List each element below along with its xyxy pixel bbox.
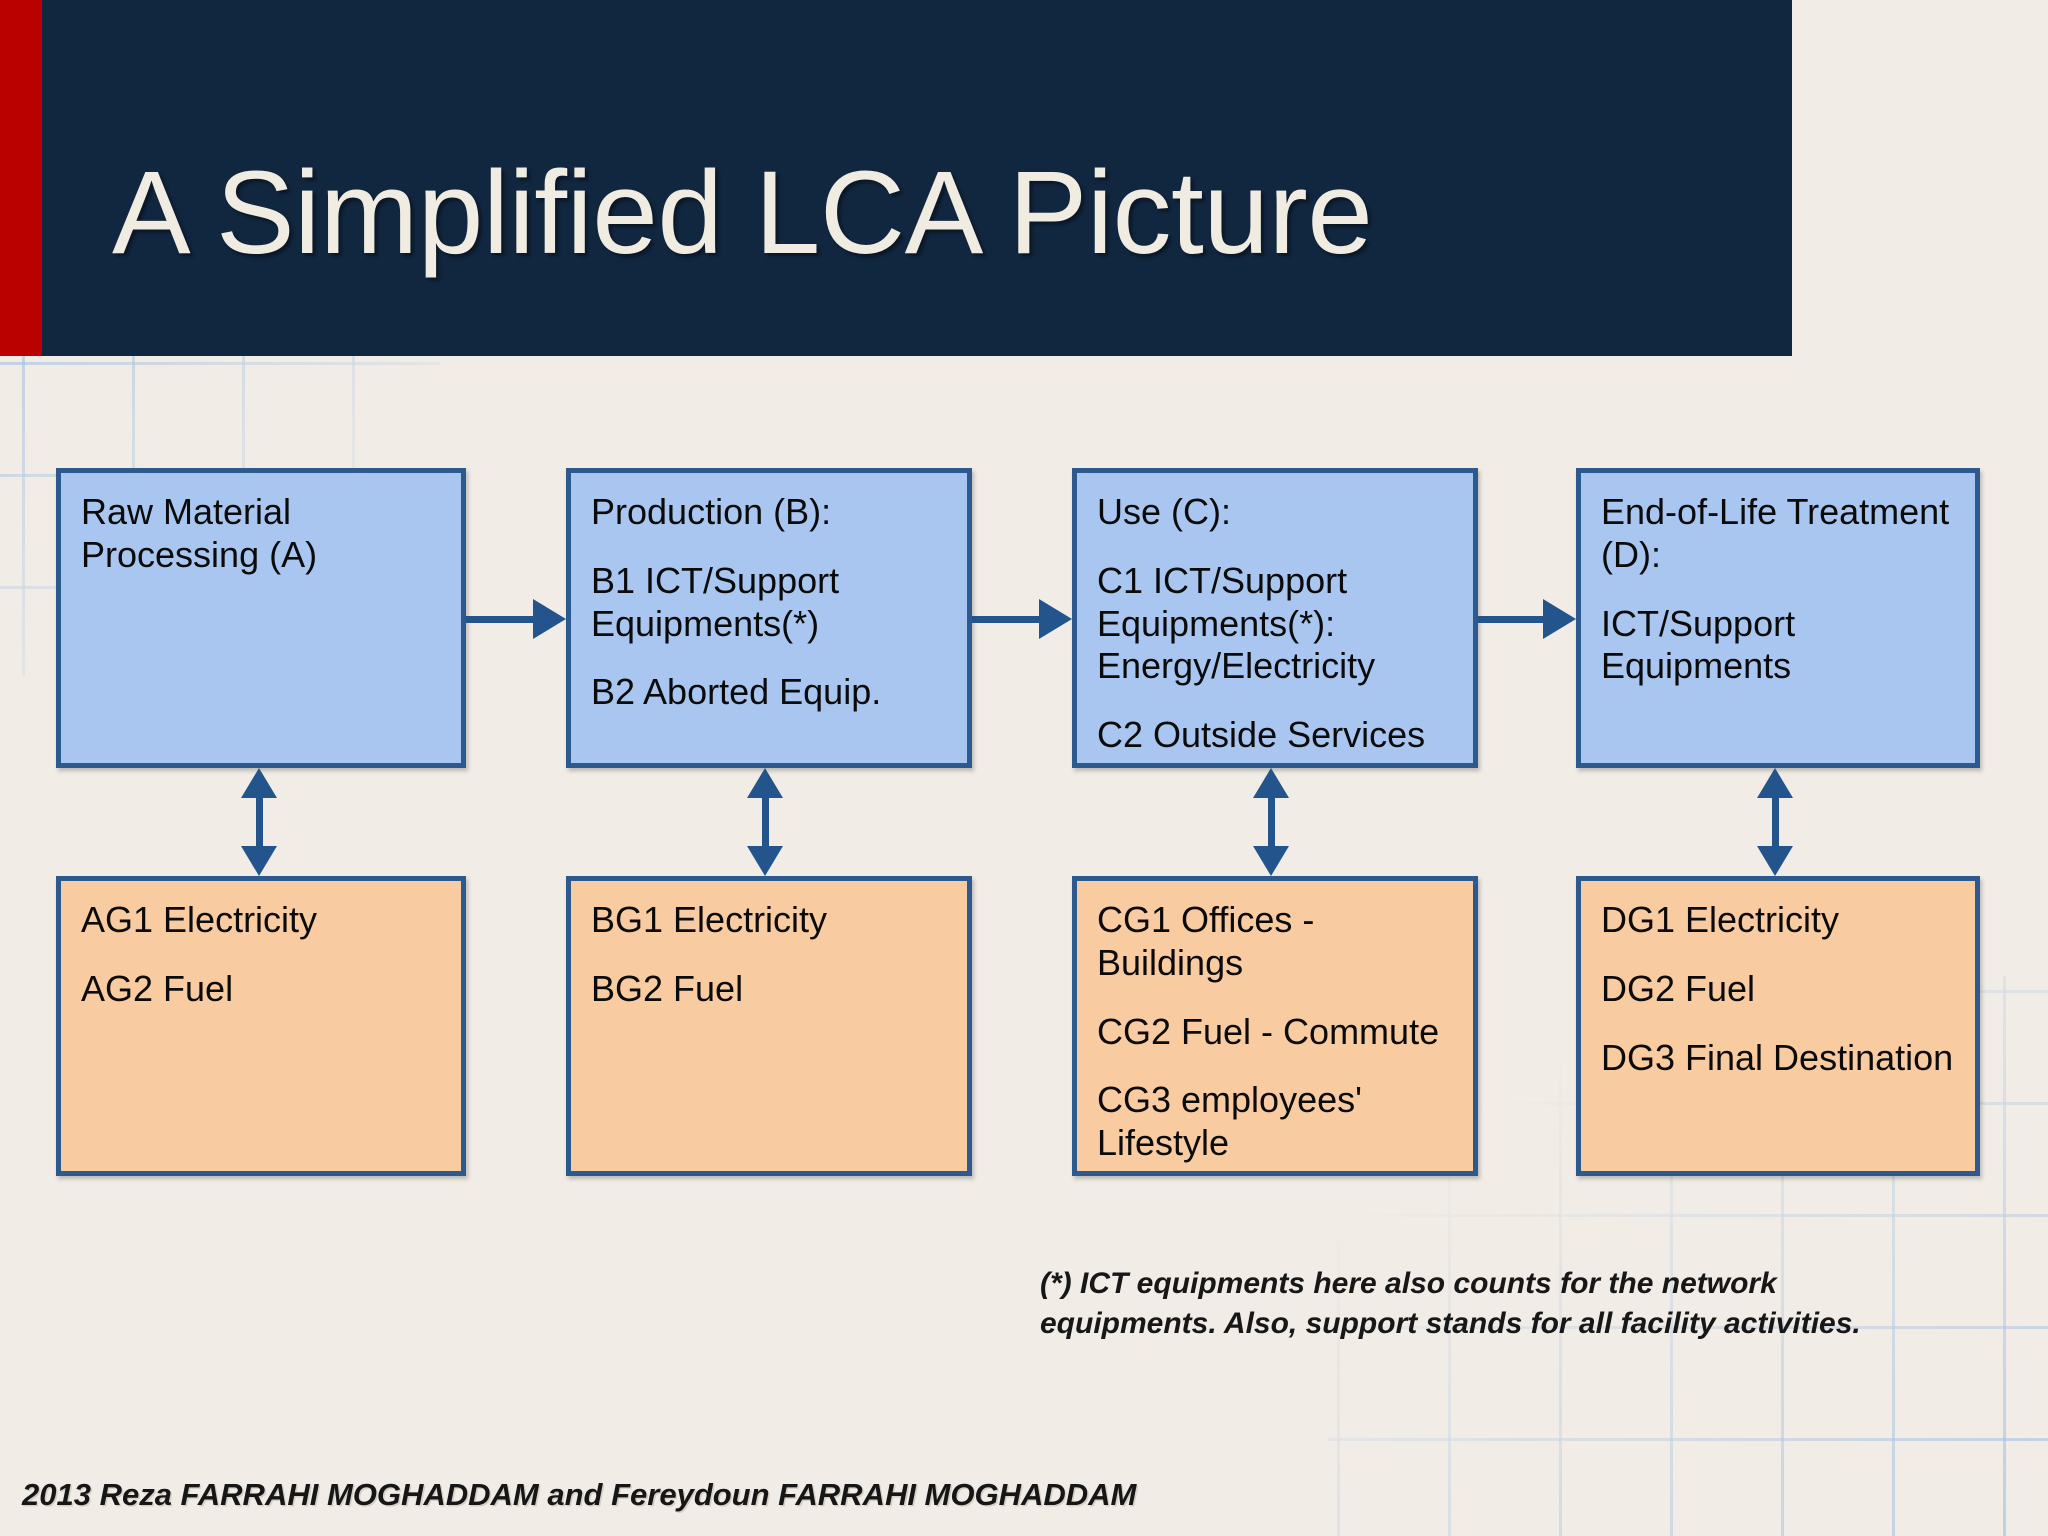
arrow-right-icon-a-to-b bbox=[466, 599, 566, 639]
stage-d-line-1: End-of-Life Treatment bbox=[1601, 491, 1950, 532]
arrow-shaft bbox=[1478, 616, 1546, 623]
slide-header-band bbox=[0, 0, 1792, 356]
stage-b-spacer-1 bbox=[591, 534, 947, 560]
resource-dg-spacer-2 bbox=[1601, 1011, 1955, 1037]
resource-bg-spacer-1 bbox=[591, 942, 947, 968]
arrow-head-up bbox=[747, 768, 783, 798]
resource-dg-line-2: DG2 Fuel bbox=[1601, 967, 1756, 1009]
resource-dg-line-3: DG3 Final Destination bbox=[1601, 1036, 1954, 1078]
resource-cg-line-1: CG1 Offices - Buildings bbox=[1097, 899, 1315, 983]
stage-b-line-4: B2 Aborted Equip. bbox=[591, 671, 882, 713]
resource-box-bg: BG1 Electricity BG2 Fuel bbox=[566, 876, 972, 1176]
resource-cg-line-2: CG2 Fuel - Commute bbox=[1097, 1010, 1440, 1052]
resource-box-cg: CG1 Offices - Buildings CG2 Fuel - Commu… bbox=[1072, 876, 1478, 1176]
resource-dg-line-1: DG1 Electricity bbox=[1601, 899, 1840, 940]
resource-ag-line-1: AG1 Electricity bbox=[81, 899, 318, 940]
stage-box-raw-material-processing: Raw Material Processing (A) bbox=[56, 468, 466, 768]
resource-cg-line-3: CG3 employees' bbox=[1097, 1079, 1362, 1121]
stage-c-line-2: C1 ICT/Support bbox=[1097, 559, 1348, 601]
double-arrow-vertical-icon-b-to-bg bbox=[742, 768, 788, 876]
resource-ag-spacer-1 bbox=[81, 942, 441, 968]
double-arrow-vertical-icon-d-to-dg bbox=[1752, 768, 1798, 876]
arrow-shaft bbox=[466, 616, 536, 623]
stage-d-spacer-1 bbox=[1601, 577, 1955, 603]
stage-c-line-4: Energy/Electricity bbox=[1097, 645, 1376, 687]
resource-cg-spacer-1 bbox=[1097, 985, 1453, 1011]
stage-box-production: Production (B): B1 ICT/Support Equipment… bbox=[566, 468, 972, 768]
stage-b-line-1: Production (B): bbox=[591, 491, 832, 532]
resource-bg-line-2: BG2 Fuel bbox=[591, 967, 744, 1009]
stage-a-line-1: Raw Material bbox=[81, 491, 292, 532]
double-arrow-vertical-icon-a-to-ag bbox=[236, 768, 282, 876]
stage-b-line-3: Equipments(*) bbox=[591, 602, 820, 644]
arrow-right-icon-b-to-c bbox=[972, 599, 1072, 639]
header-accent-bar bbox=[0, 0, 42, 356]
stage-c-line-3: Equipments(*): bbox=[1097, 602, 1336, 644]
stage-c-line-1: Use (C): bbox=[1097, 491, 1231, 532]
arrow-head-down bbox=[241, 846, 277, 876]
stage-d-line-2: (D): bbox=[1601, 533, 1661, 575]
arrow-shaft bbox=[972, 616, 1042, 623]
resource-box-dg: DG1 Electricity DG2 Fuel DG3 Final Desti… bbox=[1576, 876, 1980, 1176]
resource-ag-line-2: AG2 Fuel bbox=[81, 967, 234, 1009]
footnote-text: (*) ICT equipments here also counts for … bbox=[1040, 1267, 1861, 1340]
stage-c-line-5: C2 Outside Services bbox=[1097, 714, 1426, 756]
arrow-shaft bbox=[256, 794, 263, 850]
stage-b-spacer-2 bbox=[591, 645, 947, 671]
stage-box-end-of-life-treatment: End-of-Life Treatment (D): ICT/Support E… bbox=[1576, 468, 1980, 768]
arrow-head-up bbox=[1253, 768, 1289, 798]
arrow-right-icon-c-to-d bbox=[1478, 599, 1576, 639]
arrow-head-down bbox=[1757, 846, 1793, 876]
credit-text: 2013 Reza FARRAHI MOGHADDAM and Fereydou… bbox=[22, 1477, 1137, 1512]
arrow-head-down bbox=[1253, 846, 1289, 876]
resource-cg-spacer-2 bbox=[1097, 1053, 1453, 1079]
arrow-head-up bbox=[241, 768, 277, 798]
resource-cg-line-4: Lifestyle bbox=[1097, 1122, 1230, 1164]
stage-a-line-2: Processing (A) bbox=[81, 533, 318, 575]
resource-bg-line-1: BG1 Electricity bbox=[591, 899, 828, 940]
stage-box-use: Use (C): C1 ICT/Support Equipments(*): E… bbox=[1072, 468, 1478, 768]
stage-d-line-3: ICT/Support bbox=[1601, 602, 1796, 644]
arrow-head bbox=[533, 599, 566, 639]
arrow-head-down bbox=[747, 846, 783, 876]
resource-dg-spacer-1 bbox=[1601, 942, 1955, 968]
page-title: A Simplified LCA Picture bbox=[112, 147, 1373, 279]
stage-b-line-2: B1 ICT/Support bbox=[591, 559, 840, 601]
double-arrow-vertical-icon-c-to-cg bbox=[1248, 768, 1294, 876]
arrow-shaft bbox=[762, 794, 769, 850]
arrow-shaft bbox=[1268, 794, 1275, 850]
arrow-head-up bbox=[1757, 768, 1793, 798]
arrow-head bbox=[1039, 599, 1072, 639]
resource-box-ag: AG1 Electricity AG2 Fuel bbox=[56, 876, 466, 1176]
arrow-shaft bbox=[1772, 794, 1779, 850]
stage-d-line-4: Equipments bbox=[1601, 645, 1792, 687]
arrow-head bbox=[1543, 599, 1576, 639]
stage-c-spacer-2 bbox=[1097, 688, 1453, 714]
stage-c-spacer-1 bbox=[1097, 534, 1453, 560]
